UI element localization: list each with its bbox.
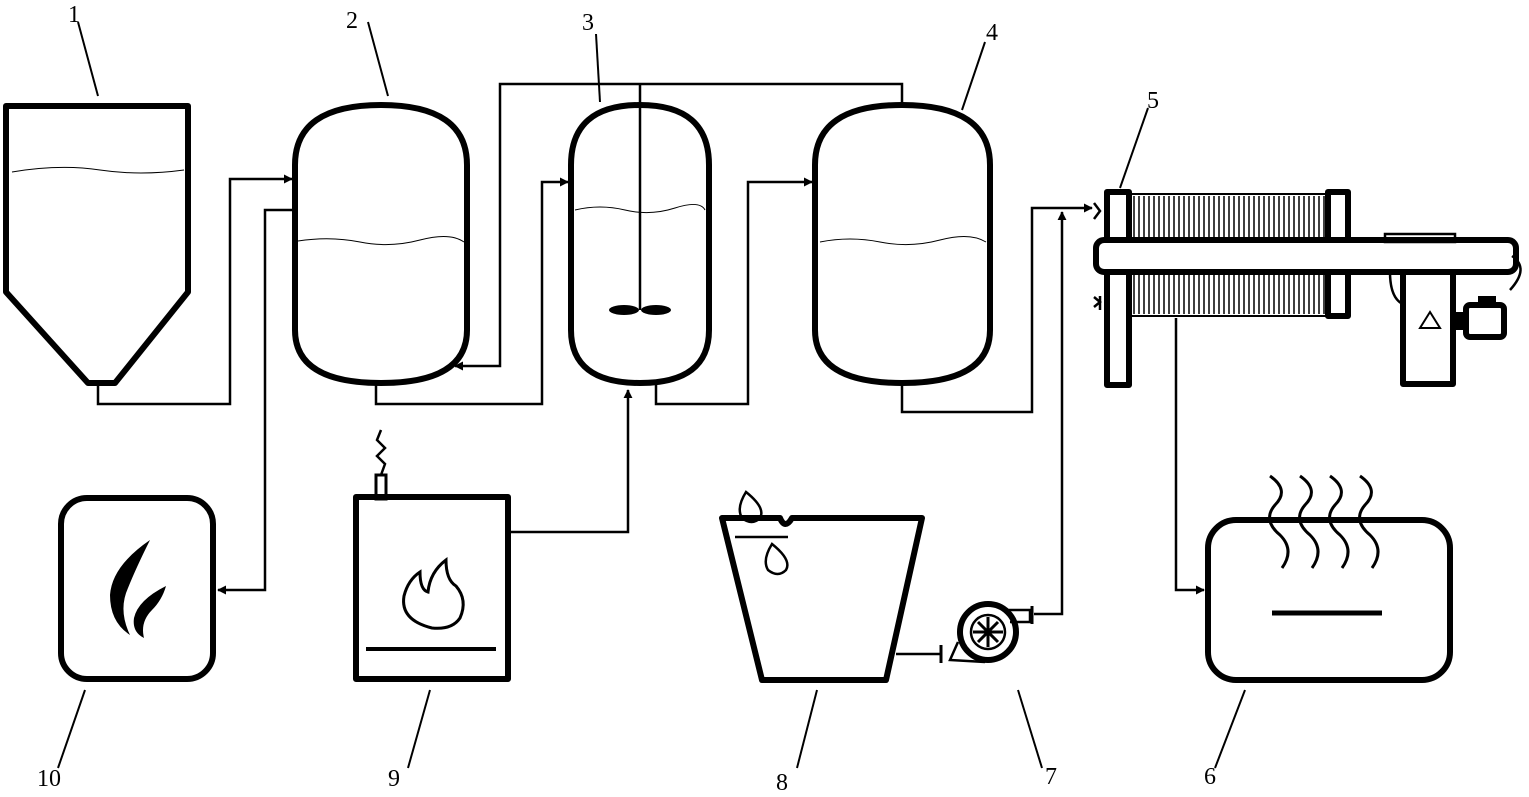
press-top-block bbox=[1383, 232, 1457, 244]
press-beam bbox=[1093, 237, 1519, 275]
agitator-blade-right bbox=[641, 305, 671, 315]
unit-2-tank bbox=[292, 102, 470, 386]
unit-3-reactor bbox=[568, 84, 712, 386]
flame-icon bbox=[110, 540, 150, 635]
fire-icon bbox=[402, 556, 465, 630]
label-9: 9 bbox=[388, 766, 400, 792]
label-3: 3 bbox=[582, 10, 594, 36]
unit-6-dryer bbox=[1205, 474, 1453, 683]
water-drop-icon bbox=[738, 490, 763, 524]
unit-1-hopper bbox=[3, 103, 191, 386]
smoke bbox=[375, 429, 387, 476]
inlet-valves bbox=[1093, 202, 1102, 310]
unit-8-water-tank bbox=[719, 490, 925, 683]
label-2: 2 bbox=[346, 8, 358, 34]
leader-lines bbox=[57, 21, 1246, 769]
press-leg-right bbox=[1400, 269, 1456, 387]
water-drop-icon-2 bbox=[764, 542, 789, 576]
unit-5-filter-press bbox=[1093, 189, 1522, 388]
pipes bbox=[96, 82, 1205, 663]
motor-icon bbox=[1456, 296, 1507, 340]
unit-7-pump bbox=[948, 601, 1034, 664]
label-1: 1 bbox=[68, 2, 80, 28]
label-6: 6 bbox=[1204, 764, 1216, 790]
label-4: 4 bbox=[986, 20, 998, 46]
unit-9-furnace bbox=[353, 429, 511, 682]
agitator-blade-left bbox=[609, 305, 639, 315]
filter-plates bbox=[1130, 193, 1326, 317]
cable-left bbox=[1388, 271, 1406, 307]
label-7: 7 bbox=[1045, 764, 1057, 790]
label-10: 10 bbox=[37, 766, 61, 792]
cable-right bbox=[1509, 254, 1522, 291]
steam-icon bbox=[1268, 474, 1380, 569]
press-left-frame bbox=[1104, 189, 1132, 388]
unit-10-gas-unit bbox=[58, 495, 216, 682]
warning-triangle-icon bbox=[1418, 310, 1442, 329]
unit-4-tank bbox=[812, 102, 993, 386]
pump-icon bbox=[957, 601, 1019, 663]
label-8: 8 bbox=[776, 770, 788, 796]
label-5: 5 bbox=[1147, 88, 1159, 114]
